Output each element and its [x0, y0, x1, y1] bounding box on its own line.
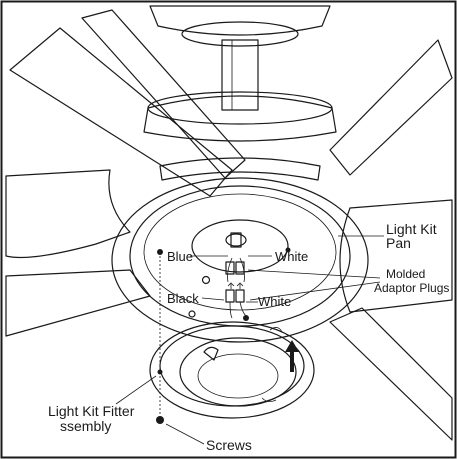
label-white-wire-bottom: White: [258, 294, 291, 309]
fan-blade-top-left-back: [81, 9, 246, 179]
light-kit-pan: [111, 157, 369, 343]
adaptor-plug-upper-left: [225, 261, 235, 275]
label-white-wire-top: White: [275, 249, 308, 264]
label-screws: Screws: [206, 437, 252, 453]
fan-blade-lower-right: [329, 307, 453, 441]
fan-blade-right: [339, 199, 453, 313]
fan-blade-top-left: [9, 27, 233, 197]
callout-labels: Light Kit Pan Blue White Molded Adaptor …: [48, 221, 449, 453]
label-blue-wire: Blue: [167, 249, 193, 264]
up-arrow-icon: [285, 340, 299, 372]
label-fitter-line1: Light Kit Fitter: [48, 403, 135, 419]
fan-blade-top-right: [329, 39, 453, 176]
wires-and-plugs: [225, 257, 247, 319]
canopy-and-downrod: [149, 5, 331, 111]
label-light-kit-pan-line2: Pan: [386, 235, 411, 251]
adaptor-plug-upper-right: [235, 261, 245, 275]
fan-blades: [5, 9, 453, 441]
screw-icon: [156, 416, 164, 424]
label-black-wire: Black: [167, 291, 199, 306]
leader-lines: [115, 235, 384, 445]
label-molded-line1: Molded: [386, 267, 425, 281]
screw-guide: [156, 249, 164, 424]
label-molded-line2: Adaptor Plugs: [374, 281, 449, 295]
switch-housing-plate: [188, 219, 291, 321]
fan-blade-left: [5, 169, 131, 259]
screw-top-icon: [157, 249, 163, 255]
label-fitter-line2: ssembly: [60, 418, 111, 434]
label-light-kit-pan-line1: Light Kit: [386, 221, 437, 237]
